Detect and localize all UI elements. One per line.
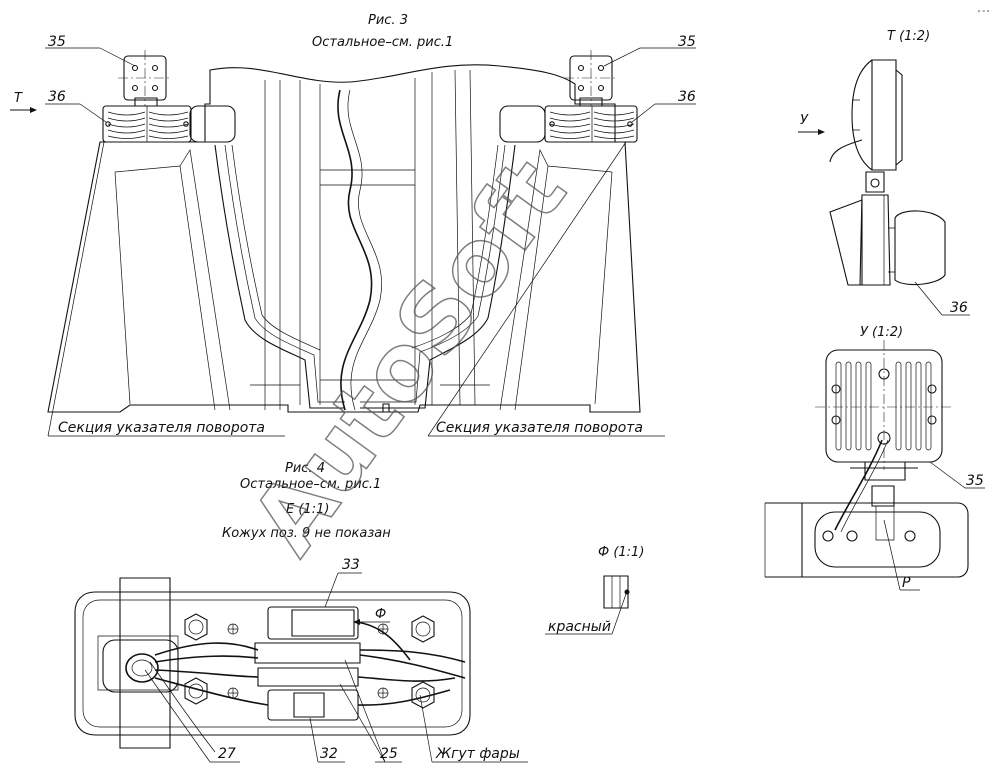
view-arrow-t: Т bbox=[10, 91, 37, 113]
fig4-note: Кожух поз. 9 не показан bbox=[222, 526, 391, 541]
callout-36-right: 36 bbox=[632, 89, 696, 122]
callout-35-left: 35 bbox=[45, 34, 135, 66]
frame-rail bbox=[120, 578, 170, 748]
svg-text:Секция указателя поворота: Секция указателя поворота bbox=[436, 420, 643, 436]
svg-text:36: 36 bbox=[950, 300, 968, 316]
watermark-text: AutoSoft bbox=[231, 140, 586, 573]
view-t: Т (1:2) У 36 bbox=[798, 29, 970, 316]
right-work-lamp bbox=[564, 50, 618, 106]
callout-red-wire: красный bbox=[545, 594, 626, 635]
figure-4: Рис. 4 Остальное–см. рис.1 Е (1:1) Кожух… bbox=[75, 461, 528, 762]
screws bbox=[228, 624, 388, 698]
svg-text:35: 35 bbox=[966, 473, 984, 489]
fig3-title: Рис. 3 bbox=[368, 13, 408, 28]
view-f: Ф (1:1) красный bbox=[545, 545, 644, 635]
connector-33 bbox=[268, 607, 358, 639]
left-harness bbox=[215, 145, 345, 408]
section-mark-f: Ф bbox=[353, 607, 390, 625]
svg-text:Ф: Ф bbox=[375, 607, 386, 622]
svg-text:красный: красный bbox=[548, 619, 611, 635]
svg-text:32: 32 bbox=[320, 746, 338, 762]
figure-3: Рис. 3 Остальное–см. рис.1 Т bbox=[10, 13, 696, 436]
svg-text:25: 25 bbox=[380, 746, 398, 762]
left-reflector bbox=[103, 106, 191, 142]
svg-text:35: 35 bbox=[678, 34, 696, 50]
connectors-25 bbox=[255, 643, 360, 686]
left-work-lamp bbox=[118, 50, 172, 106]
callout-25: 25 bbox=[340, 660, 402, 762]
fig3-subtitle: Остальное–см. рис.1 bbox=[312, 35, 453, 50]
callout-27: 27 bbox=[145, 670, 240, 762]
view-u-title: У (1:2) bbox=[860, 325, 903, 340]
callout-harness: Жгут фары bbox=[420, 695, 528, 762]
svg-text:Р: Р bbox=[902, 575, 911, 591]
harness-wires bbox=[155, 622, 465, 705]
callout-35-right: 35 bbox=[604, 34, 696, 66]
callout-36-left: 36 bbox=[45, 89, 106, 122]
base-plate bbox=[75, 592, 470, 735]
svg-text:Т: Т bbox=[14, 91, 23, 106]
callout-32: 32 bbox=[310, 718, 345, 762]
connector-32 bbox=[268, 690, 358, 720]
left-clamp bbox=[190, 106, 235, 142]
center-cable bbox=[338, 90, 372, 410]
right-reflector bbox=[545, 106, 637, 142]
hex-bolt-1 bbox=[185, 614, 207, 640]
view-f-title: Ф (1:1) bbox=[598, 545, 644, 560]
right-clamp bbox=[500, 106, 545, 142]
svg-text:36: 36 bbox=[678, 89, 696, 105]
svg-text:35: 35 bbox=[48, 34, 66, 50]
leader-turn-section-left: Секция указателя поворота bbox=[48, 142, 285, 436]
callout-35-view-u: 35 bbox=[930, 462, 985, 489]
view-t-title: Т (1:2) bbox=[887, 29, 930, 44]
svg-text:У: У bbox=[800, 113, 809, 128]
hex-bolt-3 bbox=[412, 616, 434, 642]
fig4-view: Е (1:1) bbox=[286, 502, 329, 517]
callout-36-view-t: 36 bbox=[915, 282, 970, 316]
svg-text:33: 33 bbox=[342, 557, 360, 573]
right-harness bbox=[360, 145, 515, 408]
svg-text:Секция указателя поворота: Секция указателя поворота bbox=[58, 420, 265, 436]
view-arrow-u: У bbox=[798, 113, 825, 135]
body-contour bbox=[48, 65, 640, 412]
svg-text:Жгут фары: Жгут фары bbox=[435, 746, 520, 762]
callout-p: Р bbox=[884, 520, 920, 591]
svg-text:27: 27 bbox=[218, 746, 236, 762]
corner-mark: ᵖ ᵒ ᵒ bbox=[978, 9, 990, 16]
leader-turn-section-right: Секция указателя поворота bbox=[428, 142, 665, 436]
fig4-title: Рис. 4 bbox=[285, 461, 325, 476]
callout-33: 33 bbox=[325, 557, 362, 607]
fig4-subtitle: Остальное–см. рис.1 bbox=[240, 477, 381, 492]
view-u: У (1:2) bbox=[765, 325, 985, 591]
svg-text:36: 36 bbox=[48, 89, 66, 105]
